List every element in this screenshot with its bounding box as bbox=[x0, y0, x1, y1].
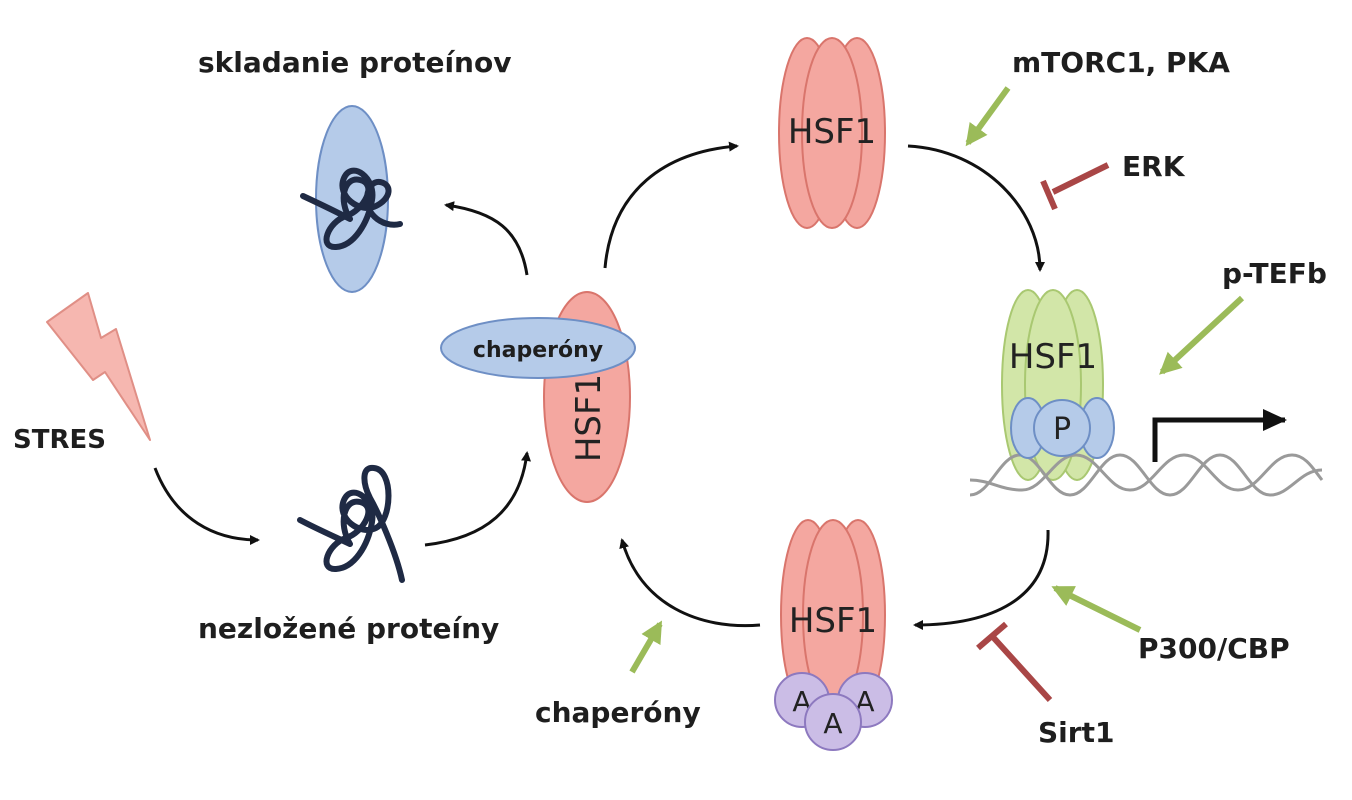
protein-coil-icon bbox=[300, 167, 403, 250]
arrow-bottom-trimer-to-monomer bbox=[619, 538, 761, 628]
erk-inhibition-bar bbox=[1040, 179, 1058, 211]
p300-activation-arrow bbox=[1051, 585, 1142, 633]
chaperones-bottom-label: chaperóny bbox=[535, 696, 701, 729]
protein-coil-icon bbox=[297, 464, 405, 583]
stress-group: STRES bbox=[13, 292, 151, 455]
acetyl-center-label: A bbox=[823, 707, 842, 740]
ptefb-label: p-TEFb bbox=[1222, 257, 1327, 290]
arrow-monomer-to-folding bbox=[444, 201, 529, 276]
folding-label: skladanie proteínov bbox=[198, 46, 511, 79]
phospho-circle bbox=[1033, 399, 1091, 457]
folding-group: skladanie proteínov bbox=[198, 46, 511, 293]
sirt1-inhibition-bar bbox=[976, 621, 1008, 651]
p300-cbp-label: P300/CBP bbox=[1138, 632, 1290, 665]
erk-label: ERK bbox=[1122, 150, 1186, 183]
dna-bound-group: HSF1 P bbox=[969, 289, 1324, 497]
hsf1-monomer-label: HSF1 bbox=[569, 374, 609, 462]
hsf1-trimer-top-group: HSF1 bbox=[778, 37, 886, 229]
acetyl-right-label: A bbox=[855, 685, 874, 718]
sirt1-label: Sirt1 bbox=[1038, 716, 1114, 749]
acetyl-center-circle bbox=[804, 693, 862, 751]
mtorc1-pka-group: mTORC1, PKA bbox=[965, 46, 1230, 147]
stress-label: STRES bbox=[13, 425, 106, 455]
sirt1-inhibition-line bbox=[989, 633, 1053, 703]
sirt1-group: Sirt1 bbox=[976, 621, 1114, 749]
p300-cbp-group: P300/CBP bbox=[1051, 585, 1290, 665]
lightning-bolt-icon bbox=[46, 292, 151, 441]
unfolded-group: nezložené proteíny bbox=[198, 464, 499, 645]
dna-bound-hsf1-label: HSF1 bbox=[1009, 337, 1097, 377]
phospho-label: P bbox=[1053, 412, 1071, 447]
ptefb-group: p-TEFb bbox=[1159, 257, 1327, 375]
cycle-arrows bbox=[153, 141, 1050, 630]
erk-group: ERK bbox=[1040, 150, 1186, 211]
erk-inhibition-line bbox=[1051, 162, 1110, 195]
arrow-dna-to-bottom-trimer bbox=[913, 529, 1050, 630]
hsf1-trimer-bottom-label: HSF1 bbox=[789, 601, 877, 641]
transcription-start-arrow-icon bbox=[1152, 409, 1287, 462]
ptefb-activation-arrow bbox=[1159, 295, 1245, 375]
chaperone-bound-label: chaperóny bbox=[473, 338, 603, 363]
hsf1-monomer-group: HSF1 chaperóny bbox=[440, 291, 636, 503]
unfolded-label: nezložené proteíny bbox=[198, 612, 499, 645]
chaperone-bound-ellipse bbox=[440, 317, 636, 379]
arrow-top-trimer-to-dna bbox=[907, 144, 1045, 272]
arrow-stress-to-unfolded bbox=[153, 467, 260, 545]
arrow-unfolded-to-monomer bbox=[424, 451, 531, 547]
hsf1-trimer-top-label: HSF1 bbox=[788, 112, 876, 152]
mtorc1-activation-arrow bbox=[965, 86, 1011, 147]
hsf1-trimer-bottom-group: HSF1 A A A bbox=[774, 519, 893, 751]
chaperones-bottom-group: chaperóny bbox=[535, 620, 701, 729]
hsf1-trimer-top-center bbox=[801, 37, 863, 229]
arrow-monomer-to-top-trimer bbox=[603, 141, 739, 269]
mtorc1-pka-label: mTORC1, PKA bbox=[1012, 46, 1230, 79]
chaperones-activation-arrow bbox=[629, 620, 663, 674]
